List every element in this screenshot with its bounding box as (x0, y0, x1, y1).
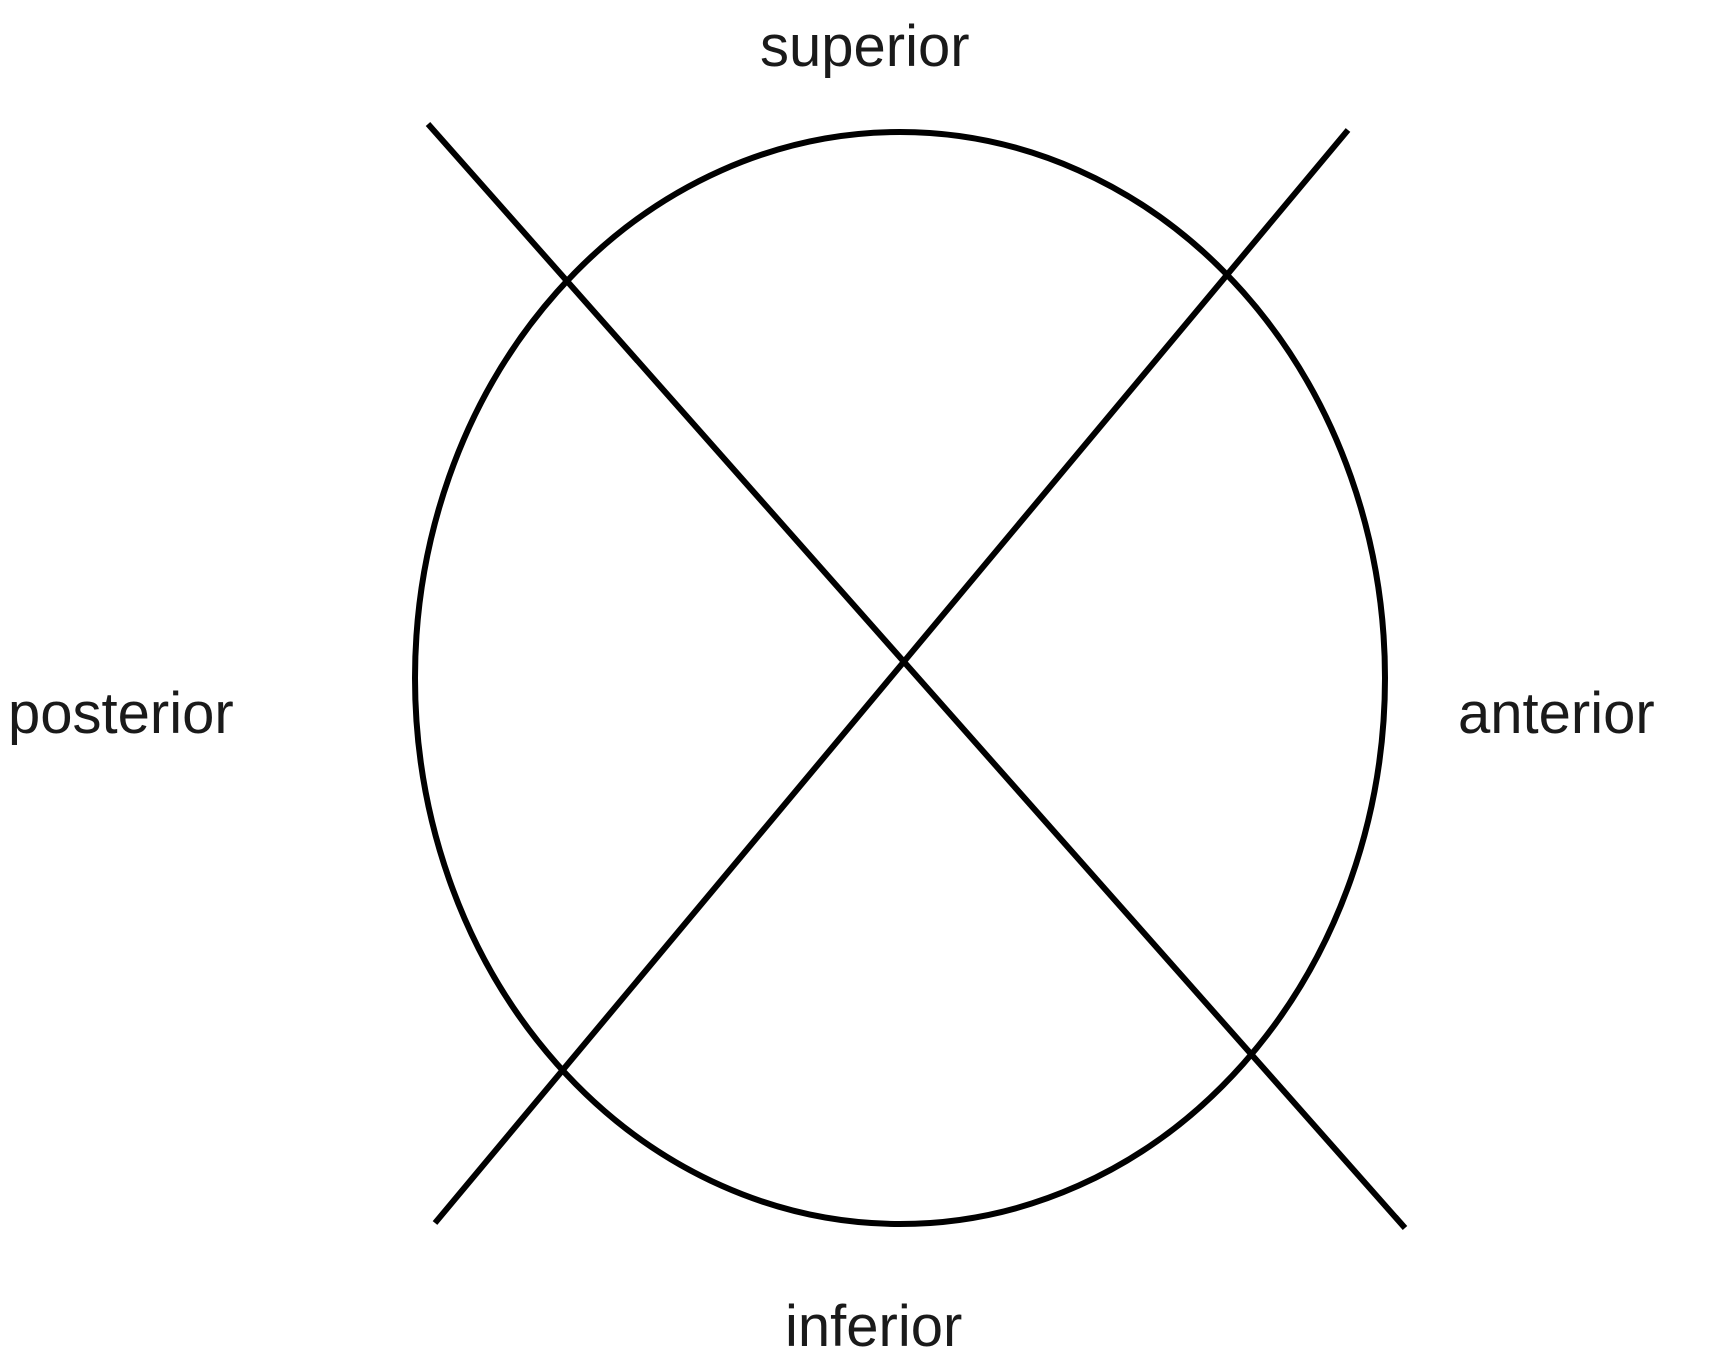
label-anterior: anterior (1458, 681, 1655, 746)
outline-ellipse (412, 129, 1388, 1227)
diagonal-line-ascending (432, 128, 1351, 1225)
label-inferior: inferior (785, 1294, 963, 1359)
label-posterior: posterior (8, 681, 234, 746)
diagonal-line-descending (425, 122, 1408, 1230)
label-superior: superior (760, 14, 970, 79)
